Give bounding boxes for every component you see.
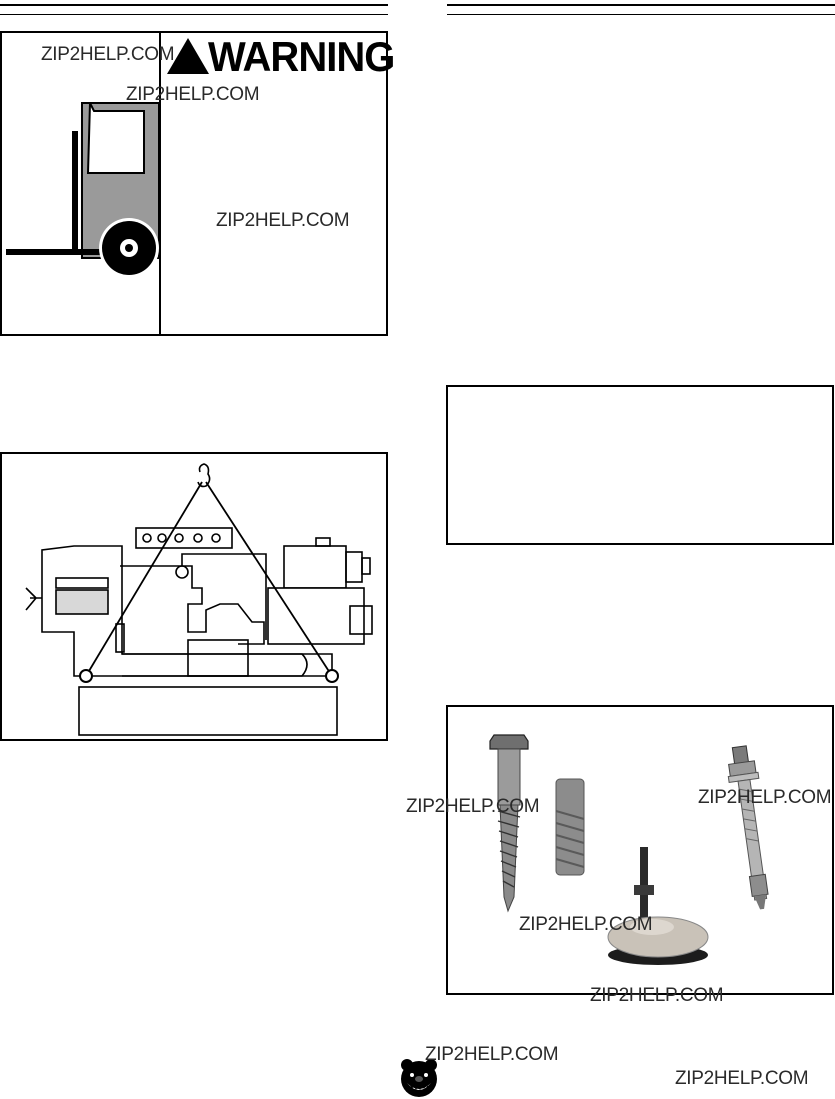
watermark: ZIP2HELP.COM <box>425 1044 559 1065</box>
machine-sling-lift-illustration <box>25 463 373 736</box>
top-rule-right-thin <box>447 14 835 15</box>
bear-logo-icon <box>401 1059 437 1097</box>
warning-divider <box>159 33 161 334</box>
wedge-anchor-icon <box>727 745 769 910</box>
mounting-hardware-photo <box>489 734 769 965</box>
watermark: ZIP2HELP.COM <box>41 44 175 65</box>
leveling-foot-icon <box>607 847 709 965</box>
forklift-icon <box>6 102 159 278</box>
lift-figure-box <box>0 452 388 741</box>
watermark: ZIP2HELP.COM <box>406 796 540 817</box>
warning-heading: WARNING <box>208 34 395 81</box>
top-rule-left-thin <box>0 14 388 15</box>
watermark: ZIP2HELP.COM <box>519 914 653 935</box>
notice-box <box>446 385 834 545</box>
watermark: ZIP2HELP.COM <box>590 985 724 1006</box>
top-rule-left-thick <box>0 4 388 6</box>
watermark: ZIP2HELP.COM <box>216 210 350 231</box>
top-rule-right-thick <box>447 4 835 6</box>
hardware-figure-box <box>446 705 834 995</box>
plastic-anchor-icon <box>555 778 585 876</box>
warning-triangle-icon <box>167 38 209 74</box>
watermark: ZIP2HELP.COM <box>698 787 832 808</box>
watermark: ZIP2HELP.COM <box>126 84 260 105</box>
watermark: ZIP2HELP.COM <box>675 1068 809 1089</box>
warning-box: WARNING <box>0 31 395 336</box>
lag-bolt-icon <box>489 734 529 913</box>
